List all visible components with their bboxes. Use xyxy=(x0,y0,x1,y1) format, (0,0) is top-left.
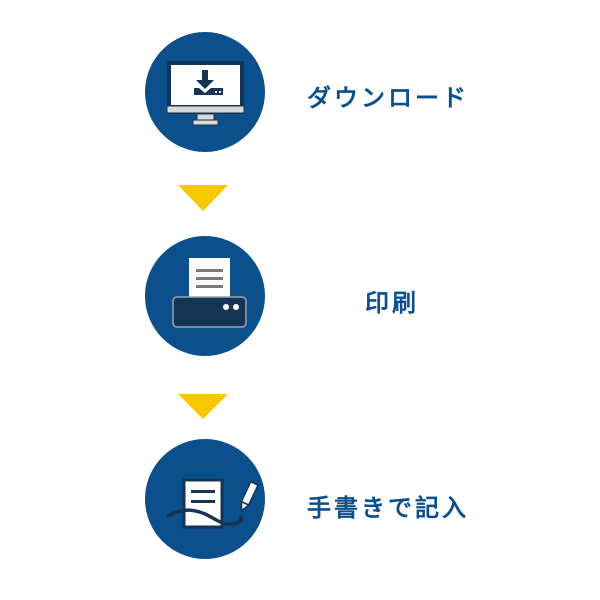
printer-icon xyxy=(145,236,265,356)
step-handwrite-circle xyxy=(145,439,265,559)
step-download-circle xyxy=(145,32,265,152)
triangle-down-icon xyxy=(178,394,228,419)
step-print-circle xyxy=(145,236,265,356)
step-label-handwrite: 手書きで記入 xyxy=(307,494,469,522)
monitor-download-icon xyxy=(145,32,265,152)
step-label-download: ダウンロード xyxy=(307,84,469,112)
step-label-print: 印刷 xyxy=(365,289,419,317)
handwritten-form-icon xyxy=(145,439,265,559)
triangle-down-icon xyxy=(178,185,228,211)
